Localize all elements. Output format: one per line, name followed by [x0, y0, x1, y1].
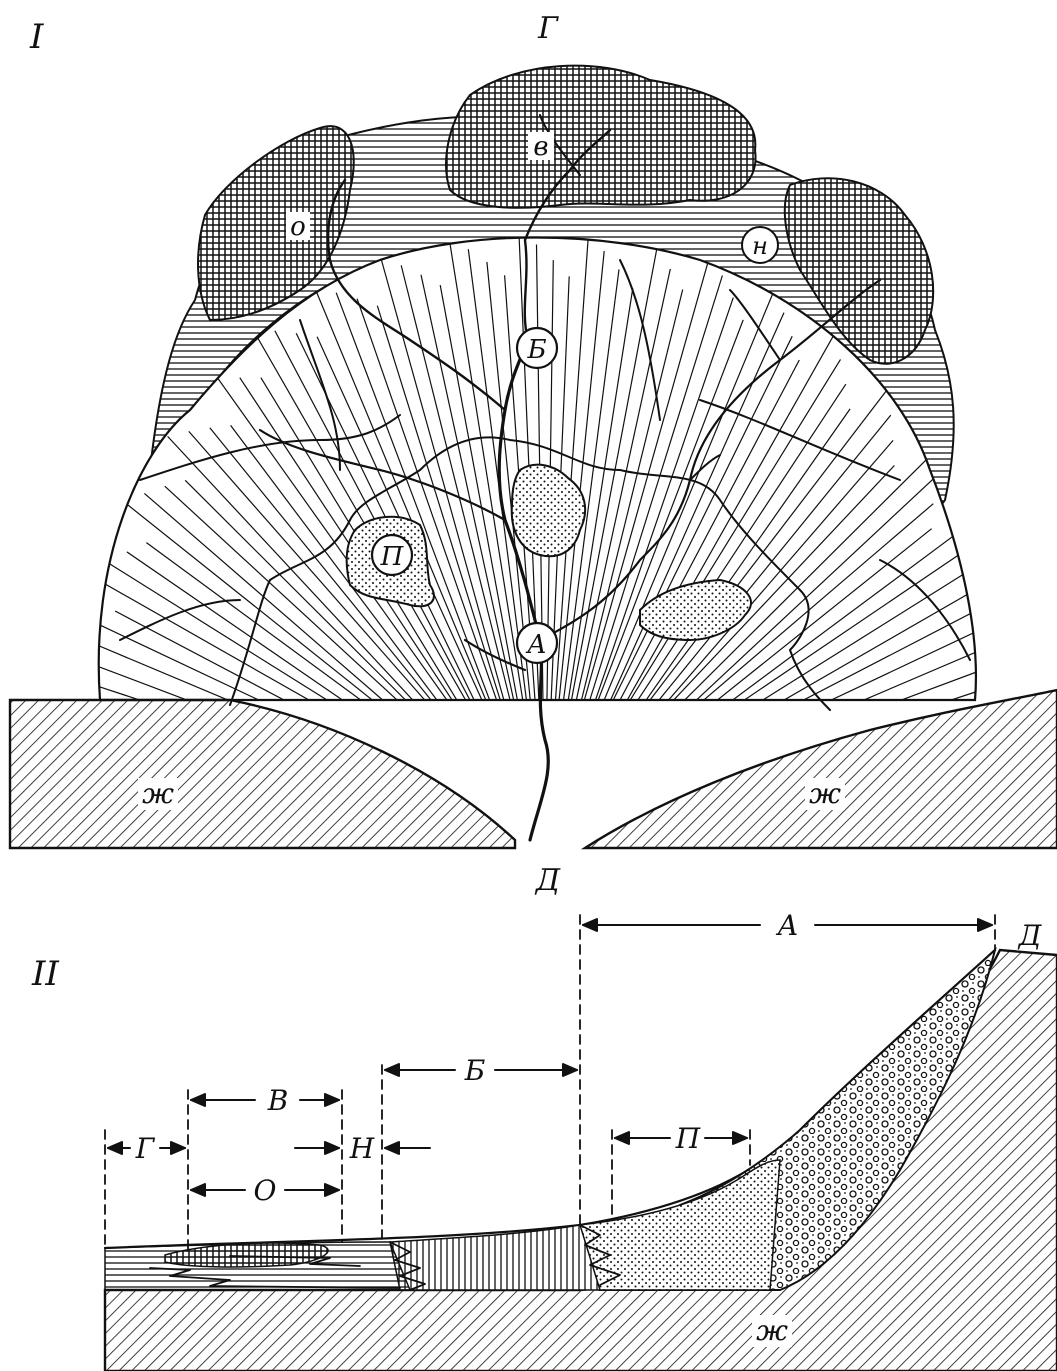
- label-g: Г: [537, 11, 559, 46]
- label-b: Б: [526, 335, 546, 365]
- sand-zone: [580, 1160, 780, 1290]
- label-p: П: [380, 542, 405, 572]
- label-n: н: [752, 232, 768, 260]
- label-v: в: [533, 132, 548, 162]
- label-II-g: Г: [135, 1132, 156, 1165]
- panel-bottom-label: II: [31, 954, 59, 994]
- label-zh-right: ж: [809, 777, 841, 810]
- label-p-circle: П: [372, 535, 412, 575]
- label-II-p: П: [675, 1122, 701, 1155]
- label-II-n: Н: [349, 1132, 375, 1165]
- label-II-v: В: [267, 1084, 289, 1117]
- label-II-b: Б: [464, 1054, 486, 1087]
- label-a-circle: А: [517, 623, 557, 663]
- label-b-circle: Б: [517, 328, 557, 368]
- label-o: о: [290, 212, 306, 242]
- patch-v: [446, 66, 755, 208]
- label-n-circle: н: [742, 227, 778, 263]
- panel-bottom: II: [31, 909, 1057, 1371]
- label-zh-left: ж: [142, 777, 174, 810]
- panel-top-label: I: [29, 17, 44, 57]
- bedrock-right: [585, 690, 1057, 848]
- label-II-d: Д: [1017, 919, 1043, 952]
- label-II-zh: ж: [756, 1314, 788, 1347]
- vertical-lined-zone: [390, 1225, 600, 1290]
- bedrock-left: [10, 700, 515, 848]
- panel-top: I: [10, 11, 1057, 898]
- label-II-a: А: [775, 909, 798, 942]
- bedrock-slope: [105, 950, 1057, 1371]
- label-d: Д: [534, 863, 561, 898]
- label-II-o: О: [254, 1174, 277, 1207]
- label-a: А: [525, 630, 547, 660]
